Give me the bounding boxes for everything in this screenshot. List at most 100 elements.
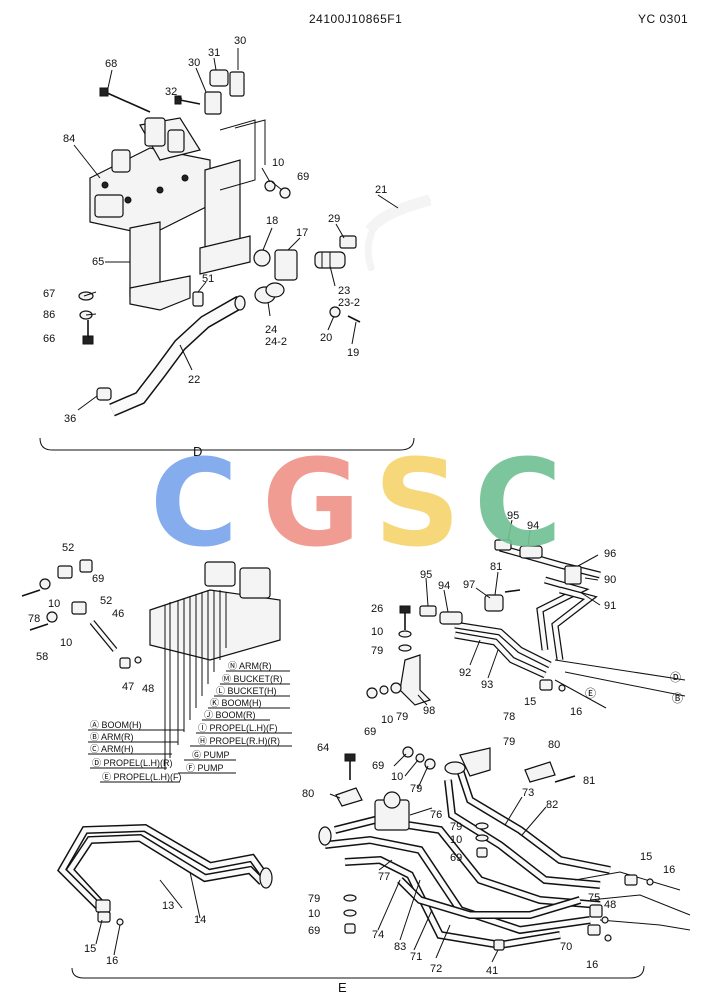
- callout: Ⓓ: [670, 671, 681, 684]
- washer-10: [264, 180, 276, 192]
- callout: 69: [364, 726, 376, 738]
- callout: 69: [297, 171, 309, 183]
- callout: 15: [84, 943, 96, 955]
- callout: 90: [604, 574, 616, 586]
- port-label: Ⓗ PROPEL(R.H)(R): [198, 736, 280, 746]
- callout: 94: [527, 520, 539, 532]
- callout: 15: [524, 696, 536, 708]
- callout: 52: [100, 595, 112, 607]
- hose-clamp-24: [254, 282, 285, 304]
- callout: 95: [507, 510, 519, 522]
- washer-10b: [46, 611, 58, 623]
- callout: 22: [188, 374, 200, 386]
- callout: 41: [486, 965, 498, 977]
- callout: 65: [92, 256, 104, 268]
- callout: 80: [302, 788, 314, 800]
- nut-69: [79, 559, 93, 573]
- section-d-bracket: [39, 437, 415, 451]
- section-e-bracket: [71, 965, 645, 979]
- pipe-46: [89, 620, 118, 652]
- port-leaders: [88, 670, 292, 783]
- port-label: Ⓒ ARM(H): [90, 744, 134, 754]
- callout: 10: [450, 834, 462, 846]
- callout: 48: [604, 899, 616, 911]
- callout: 23: [338, 285, 350, 297]
- watermark-letter-c2: C: [474, 435, 562, 574]
- bracket-79: [459, 747, 491, 777]
- callout: 10: [272, 157, 284, 169]
- callout: 69: [450, 852, 462, 864]
- callout: Ⓔ: [585, 687, 596, 700]
- bolt-68: [99, 87, 151, 113]
- port-label: Ⓐ BOOM(H): [90, 720, 142, 730]
- callout: 15: [640, 851, 652, 863]
- callouts-bottom: 64 80 69 10 79 80 81 76 73 82 79 10 69 7…: [84, 739, 675, 995]
- callout: 29: [328, 213, 340, 225]
- callout: 21: [375, 184, 387, 196]
- page-code: YC 0301: [638, 12, 689, 26]
- callout: 10: [371, 626, 383, 638]
- callout: 17: [296, 227, 308, 239]
- callout: 18: [266, 215, 278, 227]
- bolt-78: [21, 589, 41, 597]
- suction-hose: [364, 194, 432, 272]
- callout: 78: [503, 711, 515, 723]
- nut-69: [279, 187, 291, 199]
- o-ring-18: [253, 249, 271, 267]
- callout: 10: [391, 771, 403, 783]
- callout: 78: [28, 613, 40, 625]
- drawing-number: 24100J10865F1: [309, 12, 403, 26]
- pipe-13-14: [57, 823, 273, 926]
- callout: 36: [64, 413, 76, 425]
- bolt-58: [29, 623, 49, 631]
- callout: 86: [43, 309, 55, 321]
- clamp-set: [174, 69, 245, 115]
- callout: 48: [142, 683, 154, 695]
- callout: 67: [43, 288, 55, 300]
- callouts-left: 52 69 10 78 52 46 10 58 47 48: [28, 542, 154, 695]
- callout: 68: [105, 58, 117, 70]
- callout: 10: [308, 908, 320, 920]
- section-d-label: D: [193, 444, 202, 459]
- callout: 51: [202, 273, 214, 285]
- callout: 83: [394, 941, 406, 953]
- callout: 10: [381, 714, 393, 726]
- washer-10: [39, 578, 51, 590]
- callout: 84: [63, 133, 75, 145]
- adaptor-23: [314, 251, 346, 269]
- elbow-52b: [71, 601, 87, 615]
- callout: 30: [188, 57, 200, 69]
- callout: 52: [62, 542, 74, 554]
- callout: 70: [560, 941, 572, 953]
- callout: 16: [106, 955, 118, 967]
- callout: 64: [317, 742, 329, 754]
- callout: Ⓑ: [672, 692, 683, 705]
- callout: 10: [60, 637, 72, 649]
- callout: 32: [165, 86, 177, 98]
- port-label: Ⓙ BOOM(R): [204, 710, 256, 720]
- callout: 72: [430, 963, 442, 975]
- callouts-right: 95 94 96 95 94 81 97 90 91 26 10 79 92 9…: [364, 510, 683, 748]
- watermark-letter-g: G: [262, 435, 361, 574]
- section-d-assembly: [39, 48, 432, 451]
- section-right-pipes: [366, 519, 686, 709]
- fitting-51: [192, 291, 204, 307]
- callout: 19: [347, 347, 359, 359]
- port-label: Ⓜ BUCKET(R): [222, 674, 283, 684]
- callout: 69: [372, 760, 384, 772]
- callout: 79: [308, 893, 320, 905]
- port-label: Ⓚ BOOM(H): [210, 698, 262, 708]
- callout: 80: [548, 739, 560, 751]
- callout: 69: [308, 925, 320, 937]
- bolt-66: [82, 320, 94, 345]
- pipe-run-92-93: [454, 621, 686, 709]
- callout: 91: [604, 600, 616, 612]
- callout: 76: [430, 809, 442, 821]
- callout: 31: [208, 47, 220, 59]
- watermark-letter-s: S: [374, 435, 460, 574]
- callout: 30: [234, 35, 246, 47]
- callout: 79: [371, 645, 383, 657]
- section-e-label: E: [338, 980, 347, 995]
- callout: 93: [481, 679, 493, 691]
